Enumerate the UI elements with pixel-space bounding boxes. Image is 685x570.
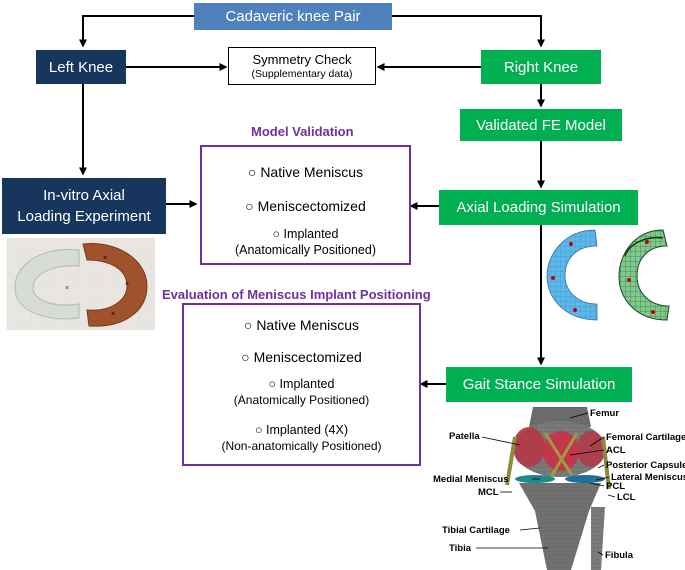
svg-text:×: × (65, 285, 69, 292)
label-tibial-cartilage: Tibial Cartilage (442, 525, 510, 536)
label-fibula: Fibula (605, 550, 633, 561)
invitro-line1: In-vitro Axial (43, 187, 125, 204)
evaluation-item-native: ○ Native Meniscus (243, 317, 360, 333)
symmetry-check-box: Symmetry Check (Supplementary data) (228, 47, 376, 85)
label-pcl: PCL (606, 481, 625, 492)
evaluation-item-implanted-4x: ○ Implanted (4X) (Non-anatomically Posit… (221, 423, 382, 453)
label-lateral-meniscus: Lateral Meniscus (611, 472, 685, 483)
gait-stance-simulation-box: Gait Stance Simulation (446, 367, 632, 402)
validated-fe-model-label: Validated FE Model (476, 116, 606, 134)
svg-text:×: × (111, 311, 115, 318)
label-femur: Femur (590, 408, 620, 419)
fe-meniscus-mesh-models (546, 229, 670, 321)
arrow-top-to-left-knee (79, 15, 194, 48)
label-femoral-cartilage: Femoral Cartilage (606, 432, 685, 443)
evaluation-item-meniscectomized: ○ Meniscectomized (241, 349, 362, 365)
symmetry-check-subtitle: (Supplementary data) (251, 67, 353, 80)
axial-loading-simulation-box: Axial Loading Simulation (439, 190, 638, 225)
invitro-line2: Loading Experiment (17, 208, 151, 225)
model-validation-title: Model Validation (251, 124, 354, 139)
evaluation-item-implanted: ○ Implanted (Anatomically Positioned) (233, 377, 370, 407)
right-knee-label: Right Knee (503, 58, 579, 76)
model-validation-box: ○ Native Meniscus ○ Meniscectomized ○ Im… (200, 145, 411, 265)
label-acl: ACL (606, 445, 626, 456)
gait-stance-simulation-label: Gait Stance Simulation (462, 376, 616, 393)
label-posterior-capsule: Posterior Capsule (606, 460, 685, 471)
label-patella: Patella (449, 431, 480, 442)
cadaveric-knee-pair-box: Cadaveric knee Pair (194, 3, 392, 30)
right-knee-box: Right Knee (481, 50, 601, 84)
validation-item-meniscectomized: ○ Meniscectomized (245, 198, 366, 214)
left-knee-box: Left Knee (36, 50, 126, 84)
knee-fe-model-image (505, 407, 611, 570)
label-mcl: MCL (478, 487, 499, 498)
axial-loading-simulation-label: Axial Loading Simulation (456, 199, 621, 216)
svg-text:×: × (103, 255, 107, 262)
label-lcl: LCL (617, 492, 636, 503)
left-knee-label: Left Knee (48, 58, 114, 76)
validation-item-native: ○ Native Meniscus (247, 164, 364, 180)
arrow-top-to-right-knee (392, 15, 545, 48)
label-medial-meniscus: Medial Meniscus (433, 474, 509, 485)
validated-fe-model-box: Validated FE Model (460, 109, 622, 141)
validation-item-implanted: ○ Implanted (Anatomically Positioned) (234, 227, 377, 257)
evaluation-box: ○ Native Meniscus ○ Meniscectomized ○ Im… (182, 303, 421, 466)
svg-text:×: × (125, 281, 129, 288)
evaluation-title: Evaluation of Meniscus Implant Positioni… (162, 287, 431, 302)
meniscus-experiment-photo: × × × × (7, 238, 155, 330)
invitro-experiment-box: In-vitro Axial Loading Experiment (2, 178, 166, 234)
label-tibia: Tibia (449, 543, 471, 554)
cadaveric-knee-pair-label: Cadaveric knee Pair (225, 8, 361, 25)
symmetry-check-title: Symmetry Check (252, 51, 352, 67)
